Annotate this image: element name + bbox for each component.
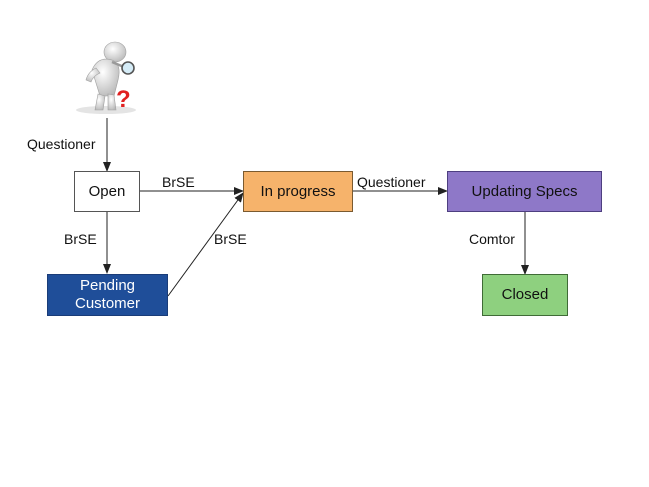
edge-label-in-progress-to-updating: Questioner — [357, 174, 426, 190]
edge-label-updating-to-closed: Comtor — [469, 231, 515, 247]
node-open-label: Open — [88, 182, 126, 200]
node-closed: Closed — [482, 274, 568, 316]
node-updating-specs-label: Updating Specs — [471, 182, 578, 200]
node-in-progress: In progress — [243, 171, 353, 212]
edge-pending-to-in-progress — [167, 192, 244, 297]
node-pending-label-line2: Customer — [74, 295, 141, 312]
edge-label-open-to-in-progress: BrSE — [162, 174, 195, 190]
edge-label-pending-to-in-progress: BrSE — [214, 231, 247, 247]
edge-label-open-to-pending: BrSE — [64, 231, 97, 247]
node-in-progress-label: In progress — [260, 182, 336, 200]
node-closed-label: Closed — [501, 286, 549, 303]
node-updating-specs: Updating Specs — [447, 171, 602, 212]
svg-text:?: ? — [116, 86, 131, 113]
person-with-magnifier-question-icon: ? — [76, 41, 136, 114]
node-pending-customer: Pending Customer — [47, 274, 168, 316]
node-pending-label-line1: Pending — [79, 277, 136, 294]
edge-label-figure-to-open: Questioner — [27, 136, 96, 152]
node-open: Open — [74, 171, 140, 212]
